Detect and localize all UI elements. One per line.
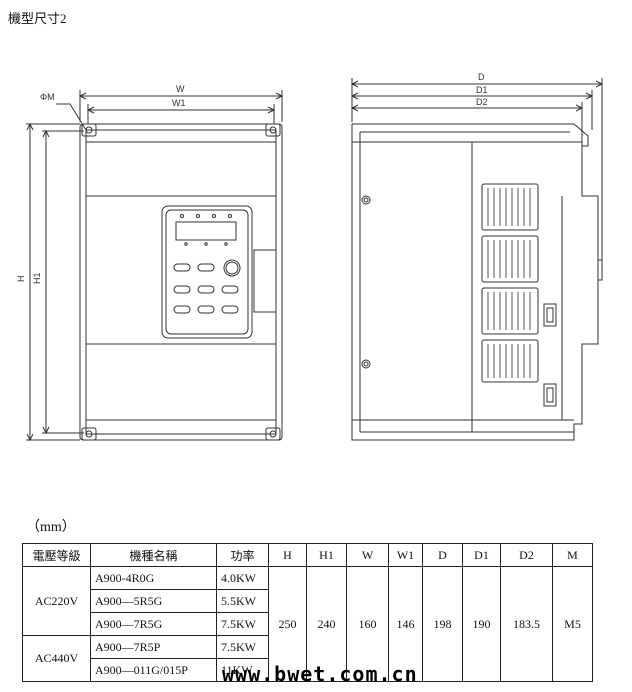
unit-label: （mm）: [26, 520, 76, 535]
dim-m-cell: M5: [552, 566, 593, 682]
table-row: A900—5R5G 5.5KW: [23, 589, 593, 613]
dim-w1-cell: 146: [388, 566, 423, 682]
dim-d1-cell: 190: [462, 566, 501, 682]
power-cell: 7.5KW: [216, 635, 269, 659]
header-d1: D1: [462, 543, 501, 567]
dim-label-h: H: [16, 276, 26, 283]
model-cell: A900-4R0G: [90, 566, 217, 590]
header-d: D: [422, 543, 463, 567]
front-view: [26, 90, 284, 442]
table-row: AC220V A900-4R0G 4.0KW 250 240 160 146 1…: [22, 566, 593, 682]
header-w1: W1: [388, 543, 423, 567]
header-power: 功率: [216, 543, 269, 567]
side-view: [350, 78, 604, 441]
dim-label-w: W: [176, 84, 185, 94]
table-row: A900—011G/015P 11KW: [23, 658, 593, 682]
dim-label-w1: W1: [172, 98, 186, 108]
header-d2: D2: [500, 543, 553, 567]
header-w: W: [346, 543, 389, 567]
voltage-cell: AC220V: [22, 566, 91, 636]
power-cell: 5.5KW: [216, 589, 269, 613]
dimension-drawing: W W1 ΦM H H1 D D1 D2: [16, 72, 604, 442]
dim-label-hole: ΦM: [40, 92, 55, 102]
voltage-cell: AC440V: [22, 635, 91, 682]
header-h: H: [268, 543, 307, 567]
dim-h1-cell: 240: [306, 566, 347, 682]
model-cell: A900—7R5P: [90, 635, 217, 659]
dim-label-h1: H1: [32, 272, 42, 284]
spec-table: 電壓等級 機種名稱 功率 H H1 W W1 D D1 D2 M AC220V …: [22, 543, 593, 682]
table-header-row: 電壓等級 機種名稱 功率 H H1 W W1 D D1 D2 M: [22, 543, 593, 567]
model-cell: A900—011G/015P: [90, 658, 217, 682]
header-h1: H1: [306, 543, 347, 567]
dim-h-cell: 250: [268, 566, 307, 682]
model-cell: A900—5R5G: [90, 589, 217, 613]
power-cell: 4.0KW: [216, 566, 269, 590]
model-cell: A900—7R5G: [90, 612, 217, 636]
dim-d2-cell: 183.5: [500, 566, 553, 682]
table-row: AC440V A900—7R5P 7.5KW: [22, 635, 593, 682]
dim-label-d2: D2: [476, 97, 488, 107]
dim-label-d: D: [478, 72, 485, 82]
header-model: 機種名稱: [90, 543, 217, 567]
header-voltage: 電壓等級: [22, 543, 91, 567]
page-title: 機型尺寸2: [8, 11, 67, 26]
dim-d-cell: 198: [422, 566, 463, 682]
power-cell: 11KW: [216, 658, 269, 682]
watermark-text: www.bwet.com.cn: [222, 662, 418, 686]
dim-label-d1: D1: [476, 85, 488, 95]
header-m: M: [552, 543, 593, 567]
power-cell: 7.5KW: [216, 612, 269, 636]
